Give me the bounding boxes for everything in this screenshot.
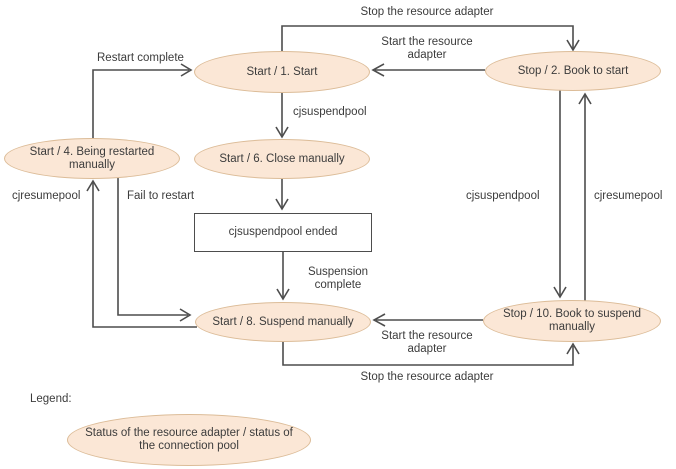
state-node-stop-2: Stop / 2. Book to start — [485, 51, 661, 91]
state-node-stop-10: Stop / 10. Book to suspend manually — [483, 300, 661, 342]
state-node-label: Start / 1. Start — [246, 65, 318, 78]
arrowhead-down-icon — [275, 126, 289, 139]
edge-suspension-complete — [276, 252, 290, 301]
state-node-start-6: Start / 6. Close manually — [194, 139, 370, 179]
edge-start-resource-adapter-bottom — [372, 313, 483, 327]
state-node-label: Stop / 2. Book to start — [517, 64, 629, 77]
state-node-label: Start / 6. Close manually — [219, 152, 345, 165]
edge-cjsuspendpool-center — [275, 93, 289, 139]
edge-label-stop-resource-adapter-top: Stop the resource adapter — [360, 6, 494, 18]
edge-label-cjresumepool-right: cjresumepool — [594, 190, 663, 202]
edge-line — [281, 25, 574, 51]
edge-label-start-resource-adapter-bottom: Start the resource adapter — [381, 330, 473, 355]
arrowhead-down-icon — [553, 286, 567, 299]
legend-description: Status of the resource adapter / status … — [85, 427, 293, 452]
state-node-start-1: Start / 1. Start — [194, 51, 370, 93]
arrowhead-right-icon — [180, 63, 193, 77]
arrowhead-left-icon — [371, 63, 385, 77]
arrowhead-up-icon — [566, 342, 580, 355]
edge-cjresumepool-right — [578, 92, 592, 301]
arrowhead-left-icon — [372, 313, 386, 327]
edge-label-cjresumepool-left: cjresumepool — [12, 190, 81, 202]
arrowhead-up-icon — [578, 92, 592, 105]
edge-label-stop-resource-adapter-bottom: Stop the resource adapter — [360, 371, 494, 383]
state-node-start-8: Start / 8. Suspend manually — [195, 302, 371, 342]
process-box-label: cjsuspendpool ended — [228, 226, 338, 238]
process-box-cjsuspendpool-ended: cjsuspendpool ended — [194, 213, 372, 252]
edge-label-suspension-complete: Suspension complete — [307, 266, 369, 291]
arrowhead-down-icon — [276, 288, 290, 301]
edge-cjresumepool-left — [86, 179, 197, 328]
edge-line — [282, 342, 574, 366]
legend-title: Legend: — [30, 393, 72, 405]
edge-restart-complete — [92, 63, 193, 139]
state-node-start-4: Start / 4. Being restarted manually — [4, 138, 180, 179]
edge-start-resource-adapter-top — [371, 63, 485, 77]
edge-line — [92, 69, 189, 139]
edge-stop-resource-adapter-bottom — [282, 342, 580, 366]
edge-cjsuspendpool-right — [553, 90, 567, 299]
edge-line — [117, 178, 188, 316]
edge-label-cjsuspendpool-right: cjsuspendpool — [466, 190, 540, 202]
arrowhead-down-icon — [566, 39, 580, 52]
edge-line — [92, 182, 197, 328]
edge-stop-resource-adapter-top — [281, 25, 580, 52]
edge-label-start-resource-adapter-top: Start the resource adapter — [381, 36, 473, 61]
legend-ellipse: Status of the resource adapter / status … — [67, 414, 311, 466]
edge-label-restart-complete: Restart complete — [97, 52, 184, 64]
state-node-label: Start / 8. Suspend manually — [212, 315, 354, 328]
arrowhead-down-icon — [275, 198, 289, 211]
edge-fail-to-restart — [117, 178, 192, 322]
state-node-label: Stop / 10. Book to suspend manually — [502, 308, 642, 333]
state-node-label: Start / 4. Being restarted manually — [29, 145, 155, 171]
arrowhead-right-icon — [179, 308, 192, 322]
edge-label-cjsuspendpool-center: cjsuspendpool — [293, 106, 367, 118]
arrowhead-up-icon — [86, 179, 100, 192]
edge-close-to-box — [275, 179, 289, 211]
edge-label-fail-to-restart: Fail to restart — [127, 190, 195, 202]
